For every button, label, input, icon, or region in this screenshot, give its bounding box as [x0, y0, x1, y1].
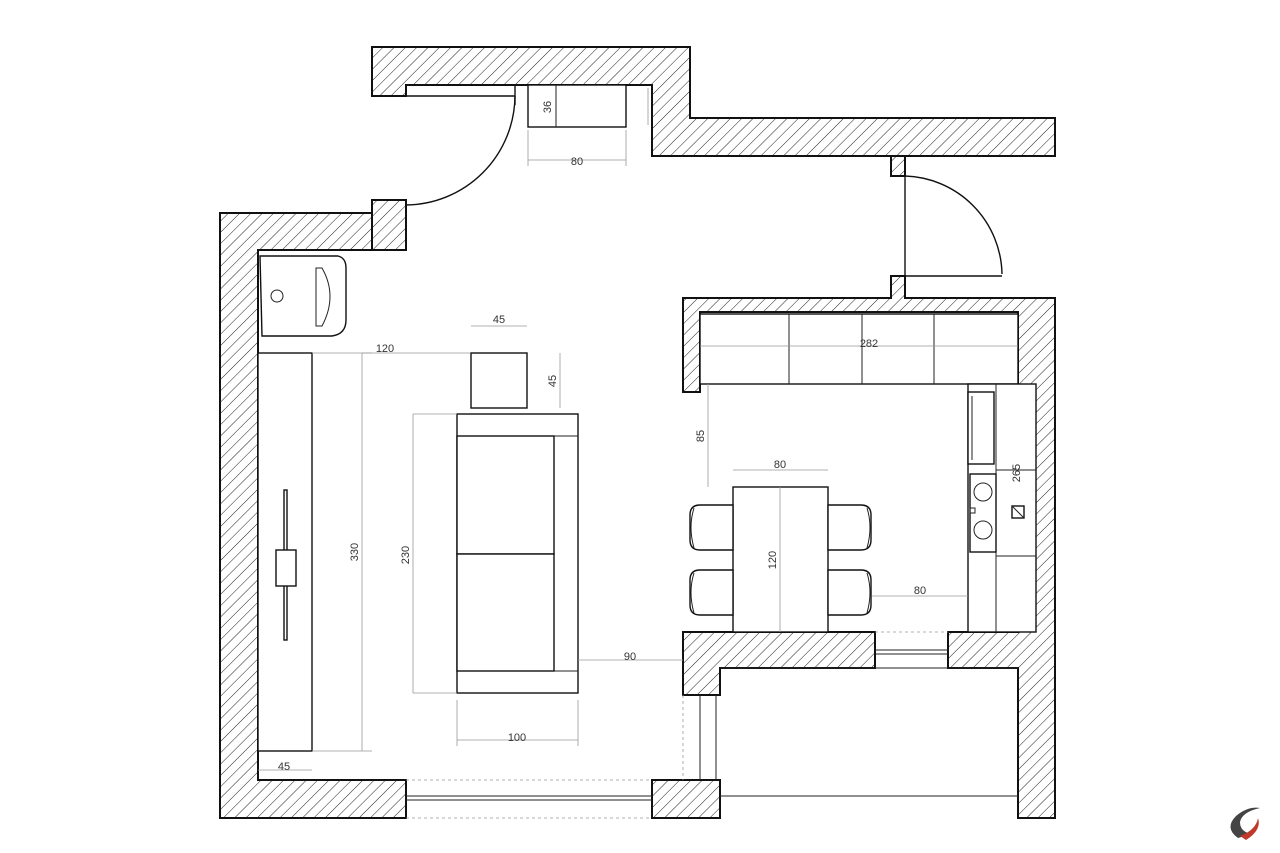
dim-pouf-width: 45 [493, 314, 505, 326]
wall-bottom-pillar [651, 779, 721, 819]
dim-cabinet-width: 80 [571, 156, 583, 168]
dim-sofa-depth: 100 [508, 732, 526, 744]
dim-kitchen-top-length: 282 [860, 338, 878, 350]
cooktop [969, 473, 997, 553]
wall-partition [682, 631, 876, 696]
wall-left [219, 212, 407, 819]
chair [827, 504, 872, 551]
chair [689, 504, 734, 551]
entry-cabinet [527, 84, 627, 128]
dim-table-width: 80 [774, 459, 786, 471]
tv-stand [275, 549, 297, 587]
wall-entry-left-jamb [371, 199, 407, 251]
dim-kitchen-side-length: 265 [1011, 464, 1023, 482]
dining-table [732, 486, 829, 633]
wall-entry-top [371, 46, 1056, 157]
dim-tv-unit-length: 330 [349, 543, 361, 561]
washbasin [259, 255, 347, 337]
door-kitchen [904, 175, 1003, 277]
chair [827, 569, 872, 616]
chair [689, 569, 734, 616]
dim-table-clearance-right: 80 [914, 585, 926, 597]
dim-sofa-length: 230 [400, 546, 412, 564]
sofa [456, 413, 579, 694]
pouf [470, 352, 528, 409]
dim-table-length: 120 [767, 551, 779, 569]
swoosh-logo-icon [1230, 807, 1260, 840]
dim-tv-unit-depth: 45 [278, 761, 290, 773]
dim-pouf-depth: 45 [547, 375, 559, 387]
door-entry [405, 86, 516, 206]
dim-sofa-to-wall: 90 [624, 651, 636, 663]
dim-cabinet-depth: 36 [542, 101, 554, 113]
dim-table-clearance-top: 85 [695, 430, 707, 442]
wall-door-jamb-top [890, 155, 906, 177]
kitchen-top-run [699, 313, 1019, 385]
dim-tv-clearance: 120 [376, 343, 394, 355]
